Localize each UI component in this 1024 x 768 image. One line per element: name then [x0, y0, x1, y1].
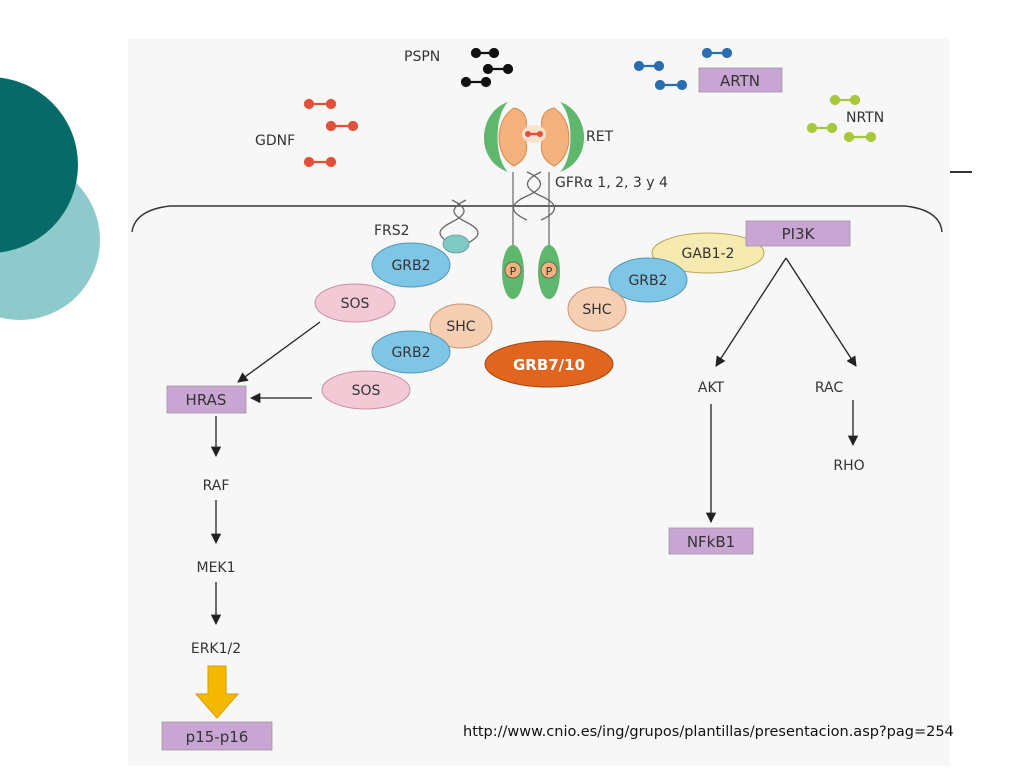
- nfkb1-box: [668, 527, 754, 555]
- grb2-top: [371, 242, 451, 288]
- sos-bottom: [321, 370, 411, 410]
- raf-label: RAF: [203, 478, 230, 494]
- sos-top: [314, 283, 396, 323]
- ret-receptor: [483, 102, 585, 172]
- arrow-erk-to-p15: [194, 665, 240, 719]
- pi3k-label: PI3K: [782, 225, 816, 243]
- grb2-top-label: GRB2: [391, 258, 430, 274]
- shc-left: [429, 303, 493, 349]
- rac-label: RAC: [815, 380, 843, 396]
- shc-right: [567, 286, 627, 332]
- grb2-mid: [371, 330, 451, 374]
- ret-kinase-left: P: [502, 245, 524, 299]
- ret-label: RET: [586, 129, 614, 145]
- pi3k-box: [745, 220, 851, 247]
- gfra-label: GFRα 1, 2, 3 y 4: [555, 175, 668, 191]
- frs2-node: [442, 234, 470, 254]
- p15-label: p15-p16: [186, 728, 249, 746]
- gdnf-label: GDNF: [255, 133, 295, 149]
- source-url: http://www.cnio.es/ing/grupos/plantillas…: [463, 724, 954, 740]
- artn-ligand: [633, 47, 733, 91]
- mek1-label: MEK1: [196, 560, 235, 576]
- gab1-2-label: GAB1-2: [682, 246, 735, 262]
- svg-text:P: P: [510, 265, 517, 278]
- svg-text:P: P: [546, 265, 553, 278]
- shc-left-label: SHC: [446, 319, 475, 335]
- nfkb1-label: NFkB1: [687, 533, 735, 551]
- gab1-2: [651, 232, 765, 274]
- frs2-label: FRS2: [374, 223, 410, 239]
- artn-label: ARTN: [720, 72, 760, 90]
- ret-kinase-right: P: [538, 245, 560, 299]
- p15-box: [161, 721, 273, 751]
- frs2-helix: [439, 199, 465, 245]
- cell-membrane: [131, 205, 943, 233]
- shc-right-label: SHC: [582, 302, 611, 318]
- grb7-10: [484, 340, 614, 388]
- grb7-10-label: GRB7/10: [513, 356, 585, 374]
- grb2-right: [608, 257, 688, 303]
- figure-background: [128, 38, 950, 766]
- gfra-helix: [512, 171, 542, 221]
- dash-mark: [950, 171, 972, 173]
- arrow-pi3k-to-rac: [785, 257, 857, 367]
- erk-label: ERK1/2: [191, 641, 241, 657]
- arrow-pi3k-to-akt: [715, 257, 787, 367]
- rho-label: RHO: [833, 458, 864, 474]
- hras-box: [166, 385, 247, 414]
- pspn-ligand: [460, 47, 514, 88]
- artn-box: [698, 67, 783, 93]
- decor-circle-dark: [0, 77, 78, 253]
- hras-label: HRAS: [186, 391, 227, 409]
- sos-top-label: SOS: [341, 296, 370, 312]
- pspn-label: PSPN: [404, 49, 440, 65]
- grb2-mid-label: GRB2: [391, 345, 430, 361]
- arrow-sos-to-hras: [237, 321, 321, 383]
- nrtn-label: NRTN: [846, 110, 884, 126]
- sos-bottom-label: SOS: [352, 383, 381, 399]
- akt-label: AKT: [698, 380, 725, 396]
- gdnf-ligand: [303, 98, 359, 168]
- grb2-right-label: GRB2: [628, 273, 667, 289]
- nrtn-ligand: [806, 94, 877, 143]
